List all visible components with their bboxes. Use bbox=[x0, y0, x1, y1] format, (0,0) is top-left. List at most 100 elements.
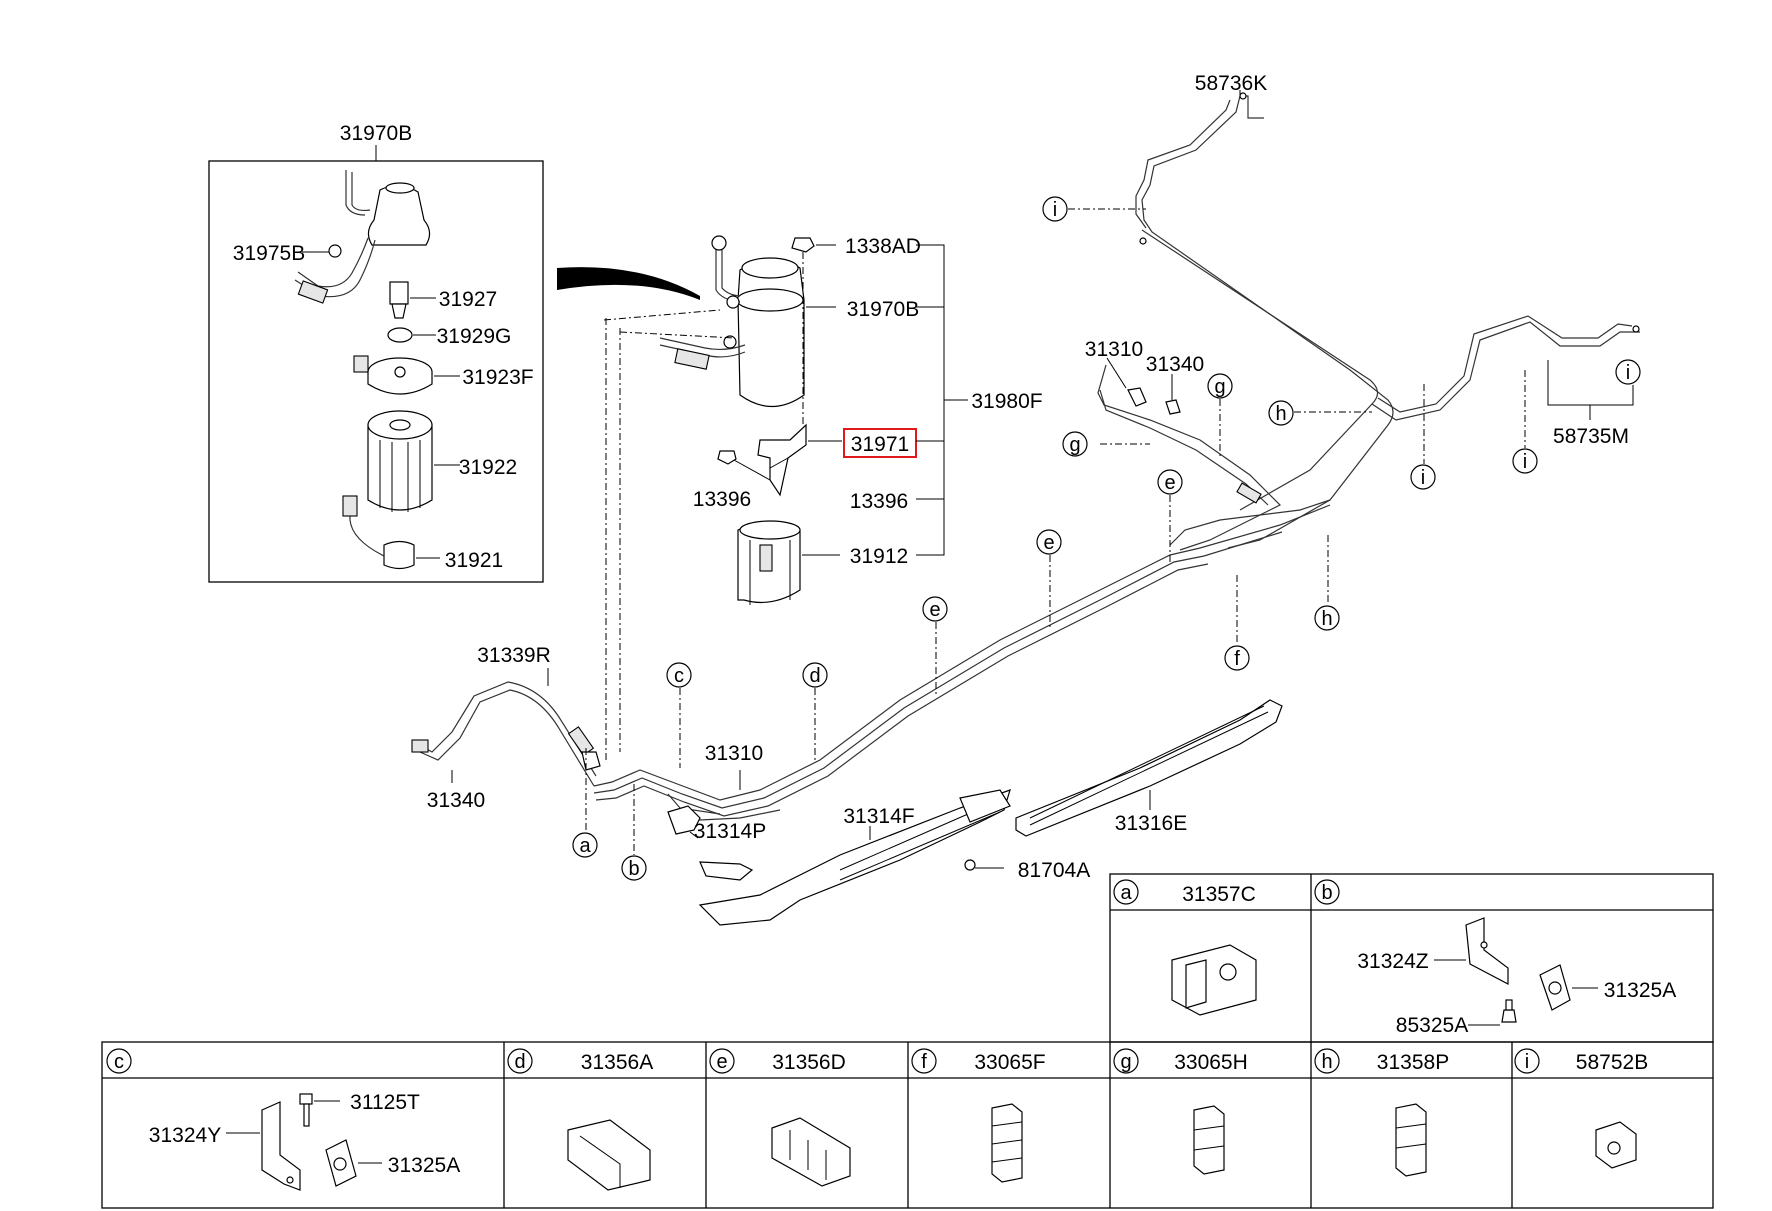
bracket-31324Z-drawing[interactable] bbox=[1465, 917, 1509, 985]
svg-text:h: h bbox=[1275, 403, 1286, 425]
legend-callout-i bbox=[1514, 1048, 1540, 1074]
clamp-31325A-c-drawing[interactable] bbox=[325, 1139, 357, 1187]
label-31340-top[interactable]: 31340 bbox=[1146, 353, 1204, 376]
svg-text:f: f bbox=[921, 1051, 927, 1073]
legend-c-31325A[interactable]: 31325A bbox=[388, 1154, 460, 1177]
filter-cartridge-part[interactable] bbox=[367, 410, 433, 512]
main-fuel-lines bbox=[411, 504, 1331, 821]
label-31921[interactable]: 31921 bbox=[445, 549, 503, 572]
legend-callout-d bbox=[507, 1048, 533, 1074]
label-31310-mid[interactable]: 31310 bbox=[705, 742, 763, 765]
callout-e-3[interactable] bbox=[1157, 469, 1183, 495]
clip-81704A[interactable] bbox=[964, 859, 976, 871]
svg-text:e: e bbox=[1043, 532, 1054, 554]
label-31922[interactable]: 31922 bbox=[459, 456, 517, 479]
label-31929G[interactable]: 31929G bbox=[437, 325, 512, 348]
legend-c-31324Y[interactable]: 31324Y bbox=[149, 1124, 221, 1147]
clip-33065F-drawing[interactable] bbox=[991, 1103, 1023, 1183]
legend-h-part[interactable]: 31358P bbox=[1377, 1051, 1449, 1074]
label-31912[interactable]: 31912 bbox=[850, 545, 908, 568]
legend-callout-g bbox=[1113, 1048, 1139, 1074]
legend-f-part[interactable]: 33065F bbox=[974, 1051, 1045, 1074]
bracket-31314P[interactable] bbox=[667, 805, 754, 881]
bolt-85325A-drawing[interactable] bbox=[1501, 999, 1517, 1023]
label-31927[interactable]: 31927 bbox=[439, 288, 497, 311]
filter-head-part[interactable] bbox=[294, 170, 431, 304]
svg-text:c: c bbox=[114, 1051, 124, 1073]
callout-d[interactable] bbox=[802, 662, 828, 688]
label-13396-right[interactable]: 13396 bbox=[850, 490, 908, 513]
label-31970B[interactable]: 31970B bbox=[847, 298, 919, 321]
legend-i-part[interactable]: 58752B bbox=[1576, 1051, 1648, 1074]
callout-i-2[interactable] bbox=[1410, 464, 1436, 490]
svg-text:i: i bbox=[1626, 362, 1630, 384]
label-58735M[interactable]: 58735M bbox=[1553, 425, 1629, 448]
o-ring-part[interactable] bbox=[387, 327, 413, 343]
callout-i-1[interactable] bbox=[1042, 196, 1068, 222]
filter-guard-part[interactable] bbox=[737, 520, 801, 605]
protector-31316E[interactable] bbox=[1015, 699, 1283, 837]
clip-31356A-drawing[interactable] bbox=[567, 1119, 651, 1191]
callout-h-1[interactable] bbox=[1268, 400, 1294, 426]
filter-assembly: 1338AD 31970B 31971 13396 13396 31912 bbox=[659, 235, 1043, 605]
bolt-31125T-drawing[interactable] bbox=[299, 1093, 313, 1127]
label-31314P[interactable]: 31314P bbox=[694, 820, 766, 843]
callouts: a b c d e e e f g g h h bbox=[572, 196, 1641, 881]
label-31971[interactable]: 31971 bbox=[851, 433, 909, 456]
callout-g-2[interactable] bbox=[1207, 373, 1233, 399]
water-sensor-part[interactable] bbox=[389, 281, 409, 319]
bolt-part[interactable] bbox=[791, 237, 815, 253]
label-31923F[interactable]: 31923F bbox=[462, 366, 533, 389]
legend-b-85325A[interactable]: 85325A bbox=[1396, 1014, 1468, 1037]
callout-h-2[interactable] bbox=[1314, 605, 1340, 631]
clip-31356D-drawing[interactable] bbox=[771, 1117, 851, 1187]
callout-i-4[interactable] bbox=[1615, 359, 1641, 385]
clip-31357C-drawing[interactable] bbox=[1171, 944, 1257, 1016]
protector-31314F[interactable] bbox=[698, 789, 1011, 926]
label-31316E[interactable]: 31316E bbox=[1115, 812, 1187, 835]
label-31340-bottom[interactable]: 31340 bbox=[427, 789, 485, 812]
label-31980F[interactable]: 31980F bbox=[971, 390, 1042, 413]
legend-b-31325A[interactable]: 31325A bbox=[1604, 979, 1676, 1002]
legend-c-31125T[interactable]: 31125T bbox=[350, 1091, 420, 1114]
filter-bracket-part[interactable] bbox=[757, 423, 807, 497]
callout-g-1[interactable] bbox=[1062, 431, 1088, 457]
clip-31358P-drawing[interactable] bbox=[1395, 1103, 1427, 1177]
label-1338AD[interactable]: 1338AD bbox=[845, 235, 921, 258]
clamp-31325A-b-drawing[interactable] bbox=[1539, 964, 1571, 1011]
legend-d-part[interactable]: 31356A bbox=[581, 1051, 653, 1074]
legend-b-31324Z[interactable]: 31324Z bbox=[1357, 950, 1428, 973]
filter-cap-part[interactable] bbox=[353, 355, 433, 395]
callout-c[interactable] bbox=[666, 662, 692, 688]
bracket-31324Y-drawing[interactable] bbox=[261, 1101, 301, 1191]
label-58736K[interactable]: 58736K bbox=[1195, 72, 1267, 95]
svg-text:c: c bbox=[674, 665, 684, 687]
filter-assembly-part[interactable] bbox=[659, 235, 805, 407]
legend-e-part[interactable]: 31356D bbox=[772, 1051, 846, 1074]
clip-58752B-drawing[interactable] bbox=[1595, 1121, 1637, 1169]
svg-text:i: i bbox=[1053, 199, 1057, 221]
callout-f[interactable] bbox=[1224, 645, 1250, 671]
rear-fuel-lines bbox=[1135, 92, 1640, 549]
clip-33065H-drawing[interactable] bbox=[1193, 1105, 1225, 1175]
label-13396-left[interactable]: 13396 bbox=[693, 488, 751, 511]
legend-g-part[interactable]: 33065H bbox=[1174, 1051, 1248, 1074]
svg-text:a: a bbox=[1120, 882, 1132, 904]
svg-text:d: d bbox=[514, 1051, 525, 1073]
callout-b[interactable] bbox=[621, 855, 647, 881]
svg-text:h: h bbox=[1321, 608, 1332, 630]
callout-i-3[interactable] bbox=[1512, 448, 1538, 474]
legend-a-part[interactable]: 31357C bbox=[1182, 883, 1256, 906]
callout-a[interactable] bbox=[572, 832, 598, 858]
label-31339R[interactable]: 31339R bbox=[477, 644, 551, 667]
label-31970B-inset[interactable]: 31970B bbox=[340, 122, 412, 145]
callout-e-2[interactable] bbox=[1036, 529, 1062, 555]
fuel-heater-part[interactable] bbox=[342, 495, 415, 570]
nut-part[interactable] bbox=[717, 450, 737, 465]
label-31310-top[interactable]: 31310 bbox=[1085, 338, 1143, 361]
label-81704A[interactable]: 81704A bbox=[1018, 859, 1090, 882]
label-31314F[interactable]: 31314F bbox=[843, 805, 914, 828]
callout-e-1[interactable] bbox=[922, 596, 948, 622]
label-31975B[interactable]: 31975B bbox=[233, 242, 305, 265]
